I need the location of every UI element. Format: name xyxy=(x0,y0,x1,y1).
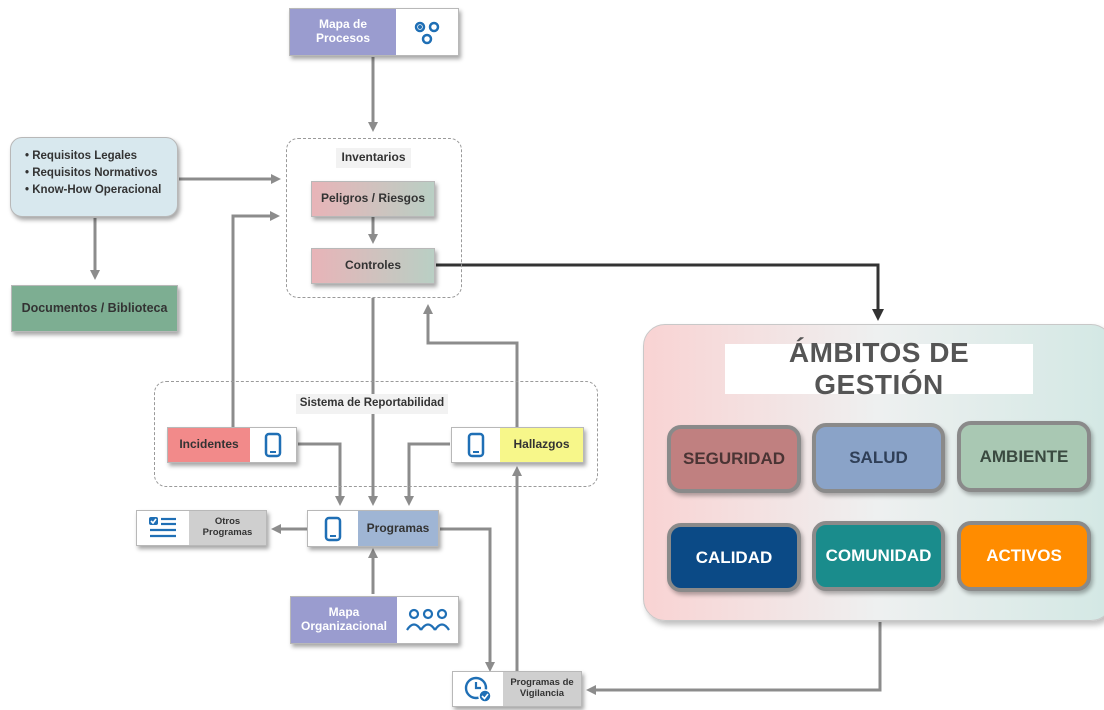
mapa-organizacional-label: Mapa Organizacional xyxy=(291,597,397,643)
programas-node[interactable]: Programas xyxy=(307,510,439,547)
arrow-hallazgos-to-inventarios xyxy=(423,304,519,427)
inventarios-group xyxy=(286,138,462,298)
ambito-calidad-pill[interactable]: CALIDAD xyxy=(667,523,801,592)
requisito-item: • Know-How Operacional xyxy=(25,184,162,196)
incidentes-label: Incidentes xyxy=(168,428,250,462)
incidentes-node[interactable]: Incidentes xyxy=(167,427,297,463)
arrow-incidentes-to-programas xyxy=(298,442,345,506)
hallazgos-label: Hallazgos xyxy=(500,428,583,462)
arrow-controles-to-ambitos xyxy=(436,263,884,321)
programas-label: Programas xyxy=(358,511,438,546)
programas-vigilancia-label: Programas de Vigilancia xyxy=(503,672,581,706)
peligros-riesgos-node[interactable]: Peligros / Riesgos xyxy=(311,181,435,217)
process-map-icon xyxy=(396,9,458,55)
mobile-phone-icon xyxy=(308,511,358,546)
ambito-seguridad-pill[interactable]: SEGURIDAD xyxy=(667,425,801,493)
ambito-salud-pill[interactable]: SALUD xyxy=(812,423,945,493)
arrow-ambitos-to-vigilancia xyxy=(586,622,882,695)
sistema-reportabilidad-group xyxy=(154,381,598,487)
arrow-hallazgos-to-programas xyxy=(404,442,450,506)
mapa-organizacional-node[interactable]: Mapa Organizacional xyxy=(290,596,459,644)
otros-programas-node[interactable]: Otros Programas xyxy=(136,510,267,546)
clock-check-icon xyxy=(453,672,503,706)
controles-node[interactable]: Controles xyxy=(311,248,435,284)
ambito-activos-pill[interactable]: ACTIVOS xyxy=(957,521,1091,591)
ambito-ambiente-pill[interactable]: AMBIENTE xyxy=(957,421,1091,492)
mobile-phone-icon xyxy=(452,428,500,462)
checklist-icon xyxy=(137,511,189,545)
mapa-procesos-node[interactable]: Mapa de Procesos xyxy=(289,8,459,56)
people-group-icon xyxy=(397,597,458,643)
requisito-item: • Requisitos Legales xyxy=(25,150,138,162)
sistema-reportabilidad-label: Sistema de Reportabilidad xyxy=(296,394,448,414)
ambito-comunidad-pill[interactable]: COMUNIDAD xyxy=(812,521,945,591)
requisito-item: • Requisitos Normativos xyxy=(25,167,158,179)
arrow-incidentes-to-inventarios xyxy=(231,211,280,427)
documentos-biblioteca-node[interactable]: Documentos / Biblioteca xyxy=(11,285,178,332)
ambitos-title: ÁMBITOS DE GESTIÓN xyxy=(725,337,1033,400)
otros-programas-label: Otros Programas xyxy=(189,511,266,545)
programas-vigilancia-node[interactable]: Programas de Vigilancia xyxy=(452,671,582,707)
requisitos-node[interactable]: • Requisitos Legales • Requisitos Normat… xyxy=(10,137,178,217)
mobile-phone-icon xyxy=(250,428,296,462)
inventarios-label: Inventarios xyxy=(336,148,411,168)
hallazgos-node[interactable]: Hallazgos xyxy=(451,427,584,463)
arrow-programas-to-vigilancia xyxy=(440,527,495,672)
mapa-procesos-label: Mapa de Procesos xyxy=(290,9,396,55)
